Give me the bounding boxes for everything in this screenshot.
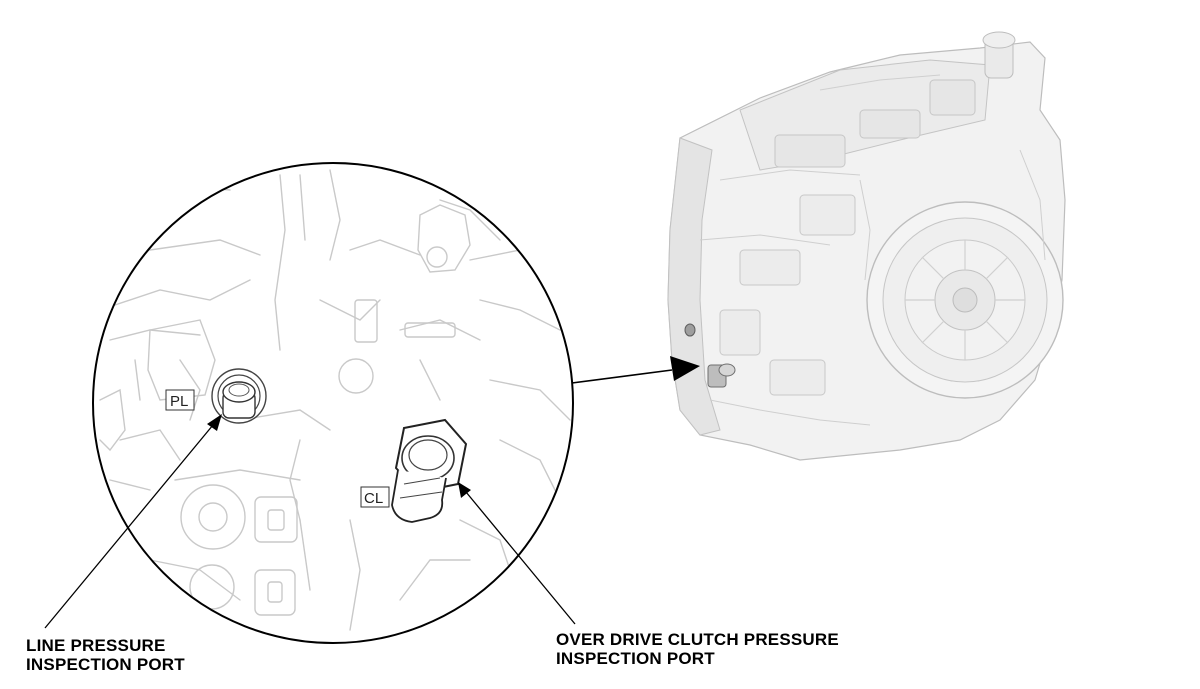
magnified-detail-view: PL CL bbox=[92, 162, 574, 644]
cl-tag: CL bbox=[360, 486, 390, 508]
pl-tag: PL bbox=[165, 389, 195, 411]
leader-line-line-pressure bbox=[44, 414, 222, 629]
zoom-arrow bbox=[571, 356, 700, 384]
pl-port bbox=[211, 368, 267, 424]
cl-port bbox=[391, 418, 468, 523]
line-pressure-callout: LINE PRESSURE INSPECTION PORT bbox=[26, 636, 185, 674]
leader-line-overdrive-clutch bbox=[458, 482, 576, 625]
housing-port-fitting bbox=[684, 323, 736, 388]
pl-tag-label: PL bbox=[170, 393, 188, 410]
transmission-assembly bbox=[667, 31, 1066, 461]
cl-tag-label: CL bbox=[364, 490, 383, 507]
overdrive-clutch-callout: OVER DRIVE CLUTCH PRESSURE INSPECTION PO… bbox=[556, 630, 839, 668]
